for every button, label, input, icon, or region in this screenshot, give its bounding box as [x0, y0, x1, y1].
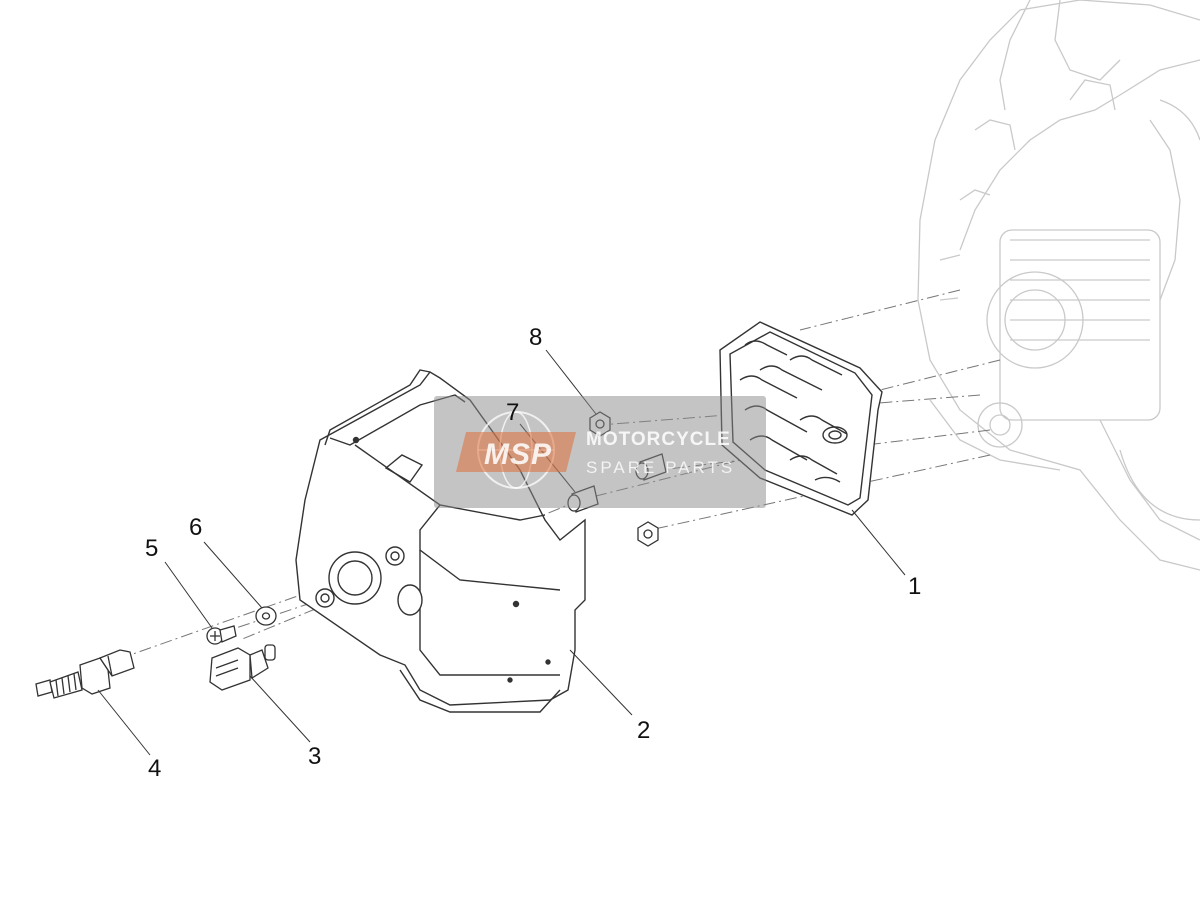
leader-6	[203, 541, 263, 609]
washer	[255, 606, 277, 626]
screw	[206, 625, 237, 645]
spark-plug	[35, 649, 135, 699]
callout-7: 7	[506, 399, 519, 426]
callout-5: 5	[145, 535, 158, 562]
temperature-sensor	[209, 644, 276, 691]
leader-5	[164, 561, 213, 629]
watermark-line1: MOTORCYCLE	[586, 429, 731, 450]
cylinder-cover	[295, 369, 586, 713]
callout-2: 2	[637, 717, 650, 744]
callout-1: 1	[908, 573, 921, 600]
callout-8: 8	[529, 324, 542, 351]
watermark-line2: SPARE PARTS	[586, 458, 735, 477]
leader-4	[97, 689, 151, 756]
callout-4: 4	[148, 755, 161, 782]
watermark-logo: MSP	[484, 438, 552, 471]
engine-background	[917, 0, 1200, 571]
callout-3: 3	[308, 743, 321, 770]
leader-1	[851, 509, 906, 576]
callouts: 1 2 3 4 5 6 7 8	[145, 324, 921, 782]
watermark: MSP MOTORCYCLE SPARE PARTS	[434, 396, 766, 508]
leader-3	[249, 675, 311, 743]
leader-2	[569, 649, 633, 716]
callout-6: 6	[189, 514, 202, 541]
